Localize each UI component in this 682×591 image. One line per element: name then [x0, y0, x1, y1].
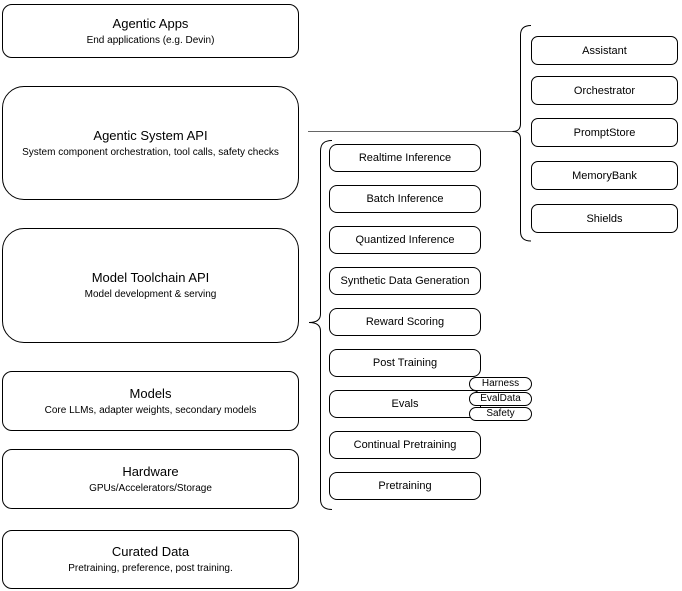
node-label: Continual Pretraining	[353, 439, 457, 451]
node-title: Curated Data	[111, 544, 190, 559]
pill-safety: Safety	[469, 407, 532, 421]
node-evals: Evals	[329, 390, 481, 418]
node-title: Agentic Apps	[112, 15, 189, 31]
node-assistant: Assistant	[531, 36, 678, 65]
node-label: Orchestrator	[573, 84, 636, 97]
node-label: Shields	[586, 212, 623, 225]
node-title: Hardware	[122, 463, 179, 479]
node-realtime-inference: Realtime Inference	[329, 144, 481, 172]
pill-label: EvalData	[480, 393, 521, 404]
node-label: Batch Inference	[366, 193, 444, 205]
node-subtitle: System component orchestration, tool cal…	[22, 146, 279, 158]
node-label: Post Training	[372, 357, 438, 369]
node-label: Synthetic Data Generation	[340, 275, 470, 287]
node-agentic-apps: Agentic Apps End applications (e.g. Devi…	[2, 4, 299, 58]
node-label: Assistant	[582, 44, 627, 57]
node-reward-scoring: Reward Scoring	[329, 308, 481, 336]
node-title: Model Toolchain API	[91, 270, 210, 285]
node-subtitle: Core LLMs, adapter weights, secondary mo…	[44, 404, 257, 416]
node-orchestrator: Orchestrator	[531, 76, 678, 105]
node-agentic-system-api: Agentic System API System component orch…	[2, 86, 299, 200]
pill-harness: Harness	[469, 377, 532, 391]
node-title: Agentic System API	[93, 127, 208, 143]
node-shields: Shields	[531, 204, 678, 233]
node-memorybank: MemoryBank	[531, 161, 678, 190]
node-hardware: Hardware GPUs/Accelerators/Storage	[2, 449, 299, 509]
node-models: Models Core LLMs, adapter weights, secon…	[2, 371, 299, 431]
node-promptstore: PromptStore	[531, 118, 678, 147]
node-synthetic-data-generation: Synthetic Data Generation	[329, 267, 481, 295]
node-label: Realtime Inference	[358, 152, 452, 164]
node-curated-data: Curated Data Pretraining, preference, po…	[2, 530, 299, 589]
node-subtitle: End applications (e.g. Devin)	[86, 34, 215, 46]
node-label: Evals	[391, 398, 419, 410]
node-quantized-inference: Quantized Inference	[329, 226, 481, 254]
system-components-brace	[512, 25, 532, 242]
node-model-toolchain-api: Model Toolchain API Model development & …	[2, 228, 299, 343]
pill-evaldata: EvalData	[469, 392, 532, 406]
node-subtitle: Pretraining, preference, post training.	[68, 563, 233, 574]
node-label: Quantized Inference	[355, 234, 455, 246]
node-pretraining: Pretraining	[329, 472, 481, 500]
node-continual-pretraining: Continual Pretraining	[329, 431, 481, 459]
node-label: Reward Scoring	[365, 316, 445, 328]
node-label: Pretraining	[378, 480, 432, 492]
pill-label: Safety	[486, 408, 515, 419]
node-label: MemoryBank	[572, 169, 637, 182]
node-title: Models	[129, 385, 172, 401]
node-subtitle: Model development & serving	[84, 289, 217, 300]
node-post-training: Post Training	[329, 349, 481, 377]
toolchain-brace	[308, 140, 333, 510]
pill-label: Harness	[481, 378, 520, 389]
node-batch-inference: Batch Inference	[329, 185, 481, 213]
node-label: PromptStore	[573, 126, 636, 139]
node-subtitle: GPUs/Accelerators/Storage	[89, 482, 212, 494]
